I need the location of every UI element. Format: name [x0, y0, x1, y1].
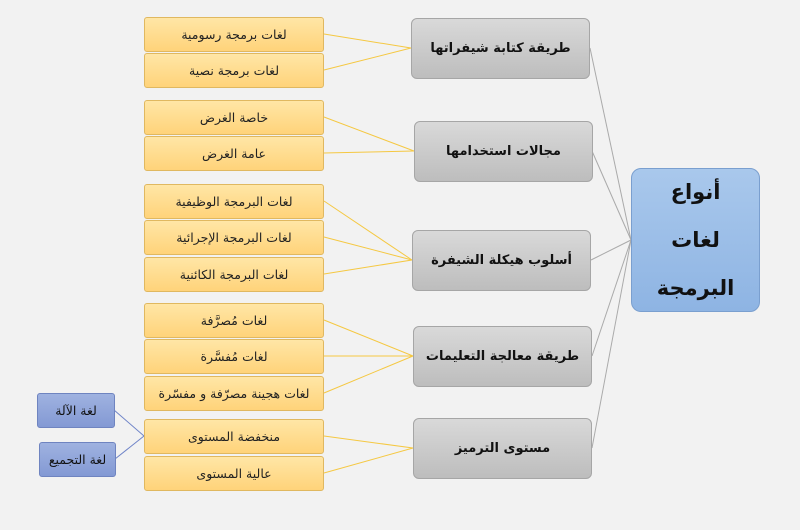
branch-connector [323, 33, 412, 49]
root-connector [591, 239, 632, 449]
branch-connector [323, 355, 414, 394]
leaf-node: عالية المستوى [144, 456, 324, 491]
leaf-node: لغات برمجة نصية [144, 53, 324, 88]
root-label-line: البرمجة [656, 276, 735, 300]
root-node: أنواع لغات البرمجة [631, 168, 760, 312]
root-connector [591, 150, 632, 241]
leaf-node: منخفضة المستوى [144, 419, 324, 454]
branch-connector [323, 435, 414, 449]
category-code-structure: أسلوب هيكلة الشيفرة [412, 230, 591, 291]
branch-connector [323, 236, 413, 261]
leaf-node: لغات مُفسَّرة [144, 339, 324, 374]
branch-connector [323, 447, 414, 474]
machine-language-node: لغة الآلة [37, 393, 115, 428]
root-connector [590, 239, 632, 261]
category-coding-level: مستوى الترميز [413, 418, 592, 479]
category-instruction-processing: طريقة معالجة التعليمات [413, 326, 592, 387]
leaf-node: لغات البرمجة الوظيفية [144, 184, 324, 219]
leaf-connector [114, 435, 145, 460]
branch-connector [323, 200, 413, 261]
leaf-node: لغات البرمجة الكائنية [144, 257, 324, 292]
root-label-line: أنواع [670, 180, 721, 204]
leaf-node: خاصة الغرض [144, 100, 324, 135]
leaf-connector [113, 409, 145, 437]
root-connector [589, 47, 632, 241]
branch-connector [323, 116, 415, 152]
category-writing-style: طريقة كتابة شيفراتها [411, 18, 590, 79]
leaf-node: عامة الغرض [144, 136, 324, 171]
branch-connector [323, 150, 415, 154]
leaf-node: لغات هجينة مصرّفة و مفسّرة [144, 376, 324, 411]
branch-connector [323, 47, 412, 71]
branch-connector [323, 319, 414, 357]
root-label-line: لغات [671, 228, 720, 252]
category-usage-fields: مجالات استخدامها [414, 121, 593, 182]
root-connector [591, 239, 632, 357]
branch-connector [323, 259, 413, 275]
leaf-node: لغات مُصرَّفة [144, 303, 324, 338]
leaf-node: لغات البرمجة الإجرائية [144, 220, 324, 255]
assembly-language-node: لغة التجميع [39, 442, 116, 477]
leaf-node: لغات برمجة رسومية [144, 17, 324, 52]
